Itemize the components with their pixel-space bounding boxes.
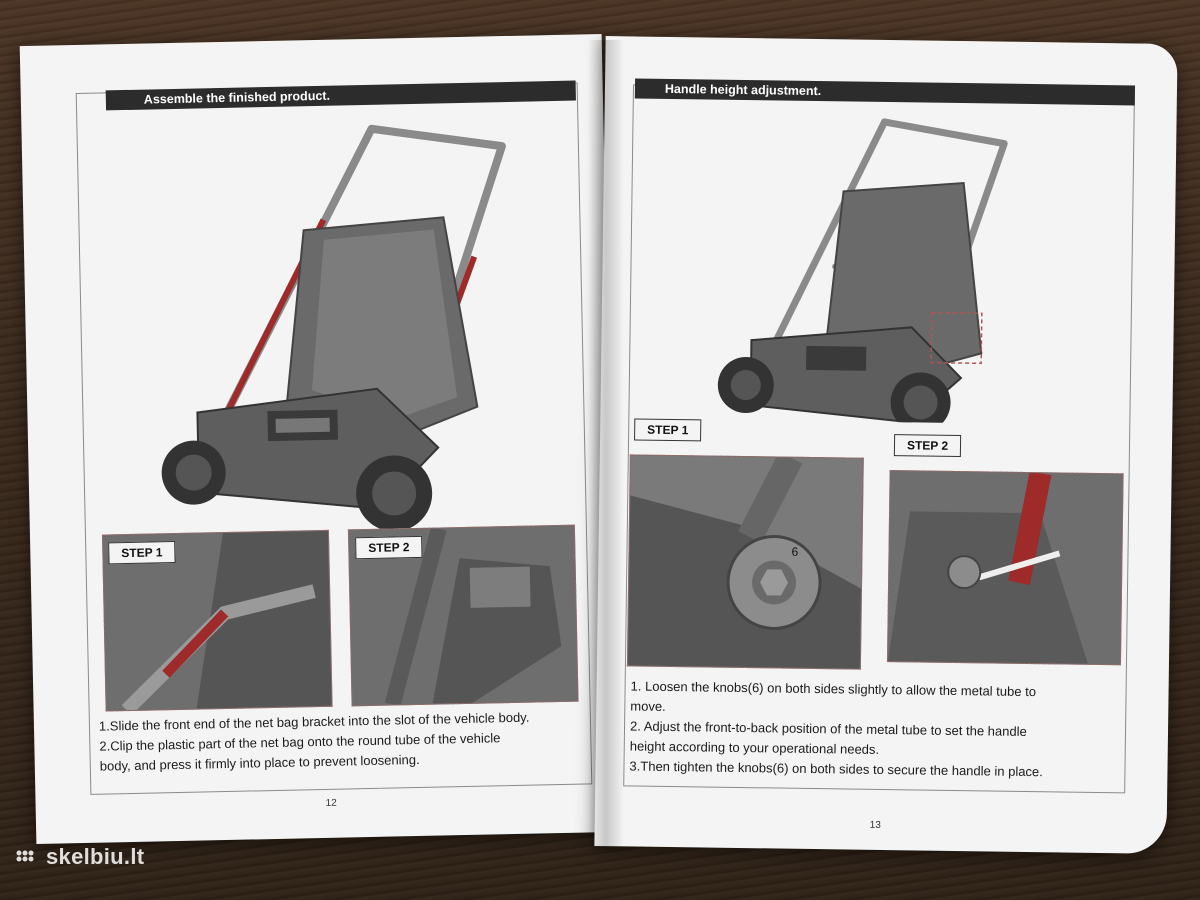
site-watermark: skelbiu.lt xyxy=(14,844,144,870)
step1-label-left: STEP 1 xyxy=(108,541,176,565)
page-number-right: 13 xyxy=(869,819,881,831)
sweeper-illustration xyxy=(717,118,1008,425)
step1-detail-illustration xyxy=(102,530,332,712)
dots-logo-icon xyxy=(16,850,34,862)
tube-detail-illustration xyxy=(887,471,1123,665)
step2-label-left: STEP 2 xyxy=(355,535,423,560)
step2-image-left xyxy=(347,524,579,707)
sweeper-illustration xyxy=(161,124,506,532)
manual-page-right: Handle height adjustment. 6 STEP 1 xyxy=(594,36,1178,854)
step2-image-right xyxy=(886,470,1124,666)
knob-number-label: 6 xyxy=(791,545,798,559)
step1-image-left xyxy=(101,529,333,712)
handle-adjust-instructions: 1. Loosen the knobs(6) on both sides sli… xyxy=(629,676,1130,783)
step2-label-right: STEP 2 xyxy=(893,434,962,458)
watermark-text: skelbiu.lt xyxy=(46,844,145,869)
assembly-instructions: 1.Slide the front end of the net bag bra… xyxy=(99,706,600,776)
manual-page-left: Assemble the finished product. STEP 1 xyxy=(19,33,619,845)
step1-label-right: STEP 1 xyxy=(634,418,702,442)
step1-image-right: 6 xyxy=(626,454,864,670)
page-number-left: 12 xyxy=(325,797,337,809)
step2-detail-illustration xyxy=(348,525,578,707)
knob-detail-illustration: 6 xyxy=(627,454,863,669)
